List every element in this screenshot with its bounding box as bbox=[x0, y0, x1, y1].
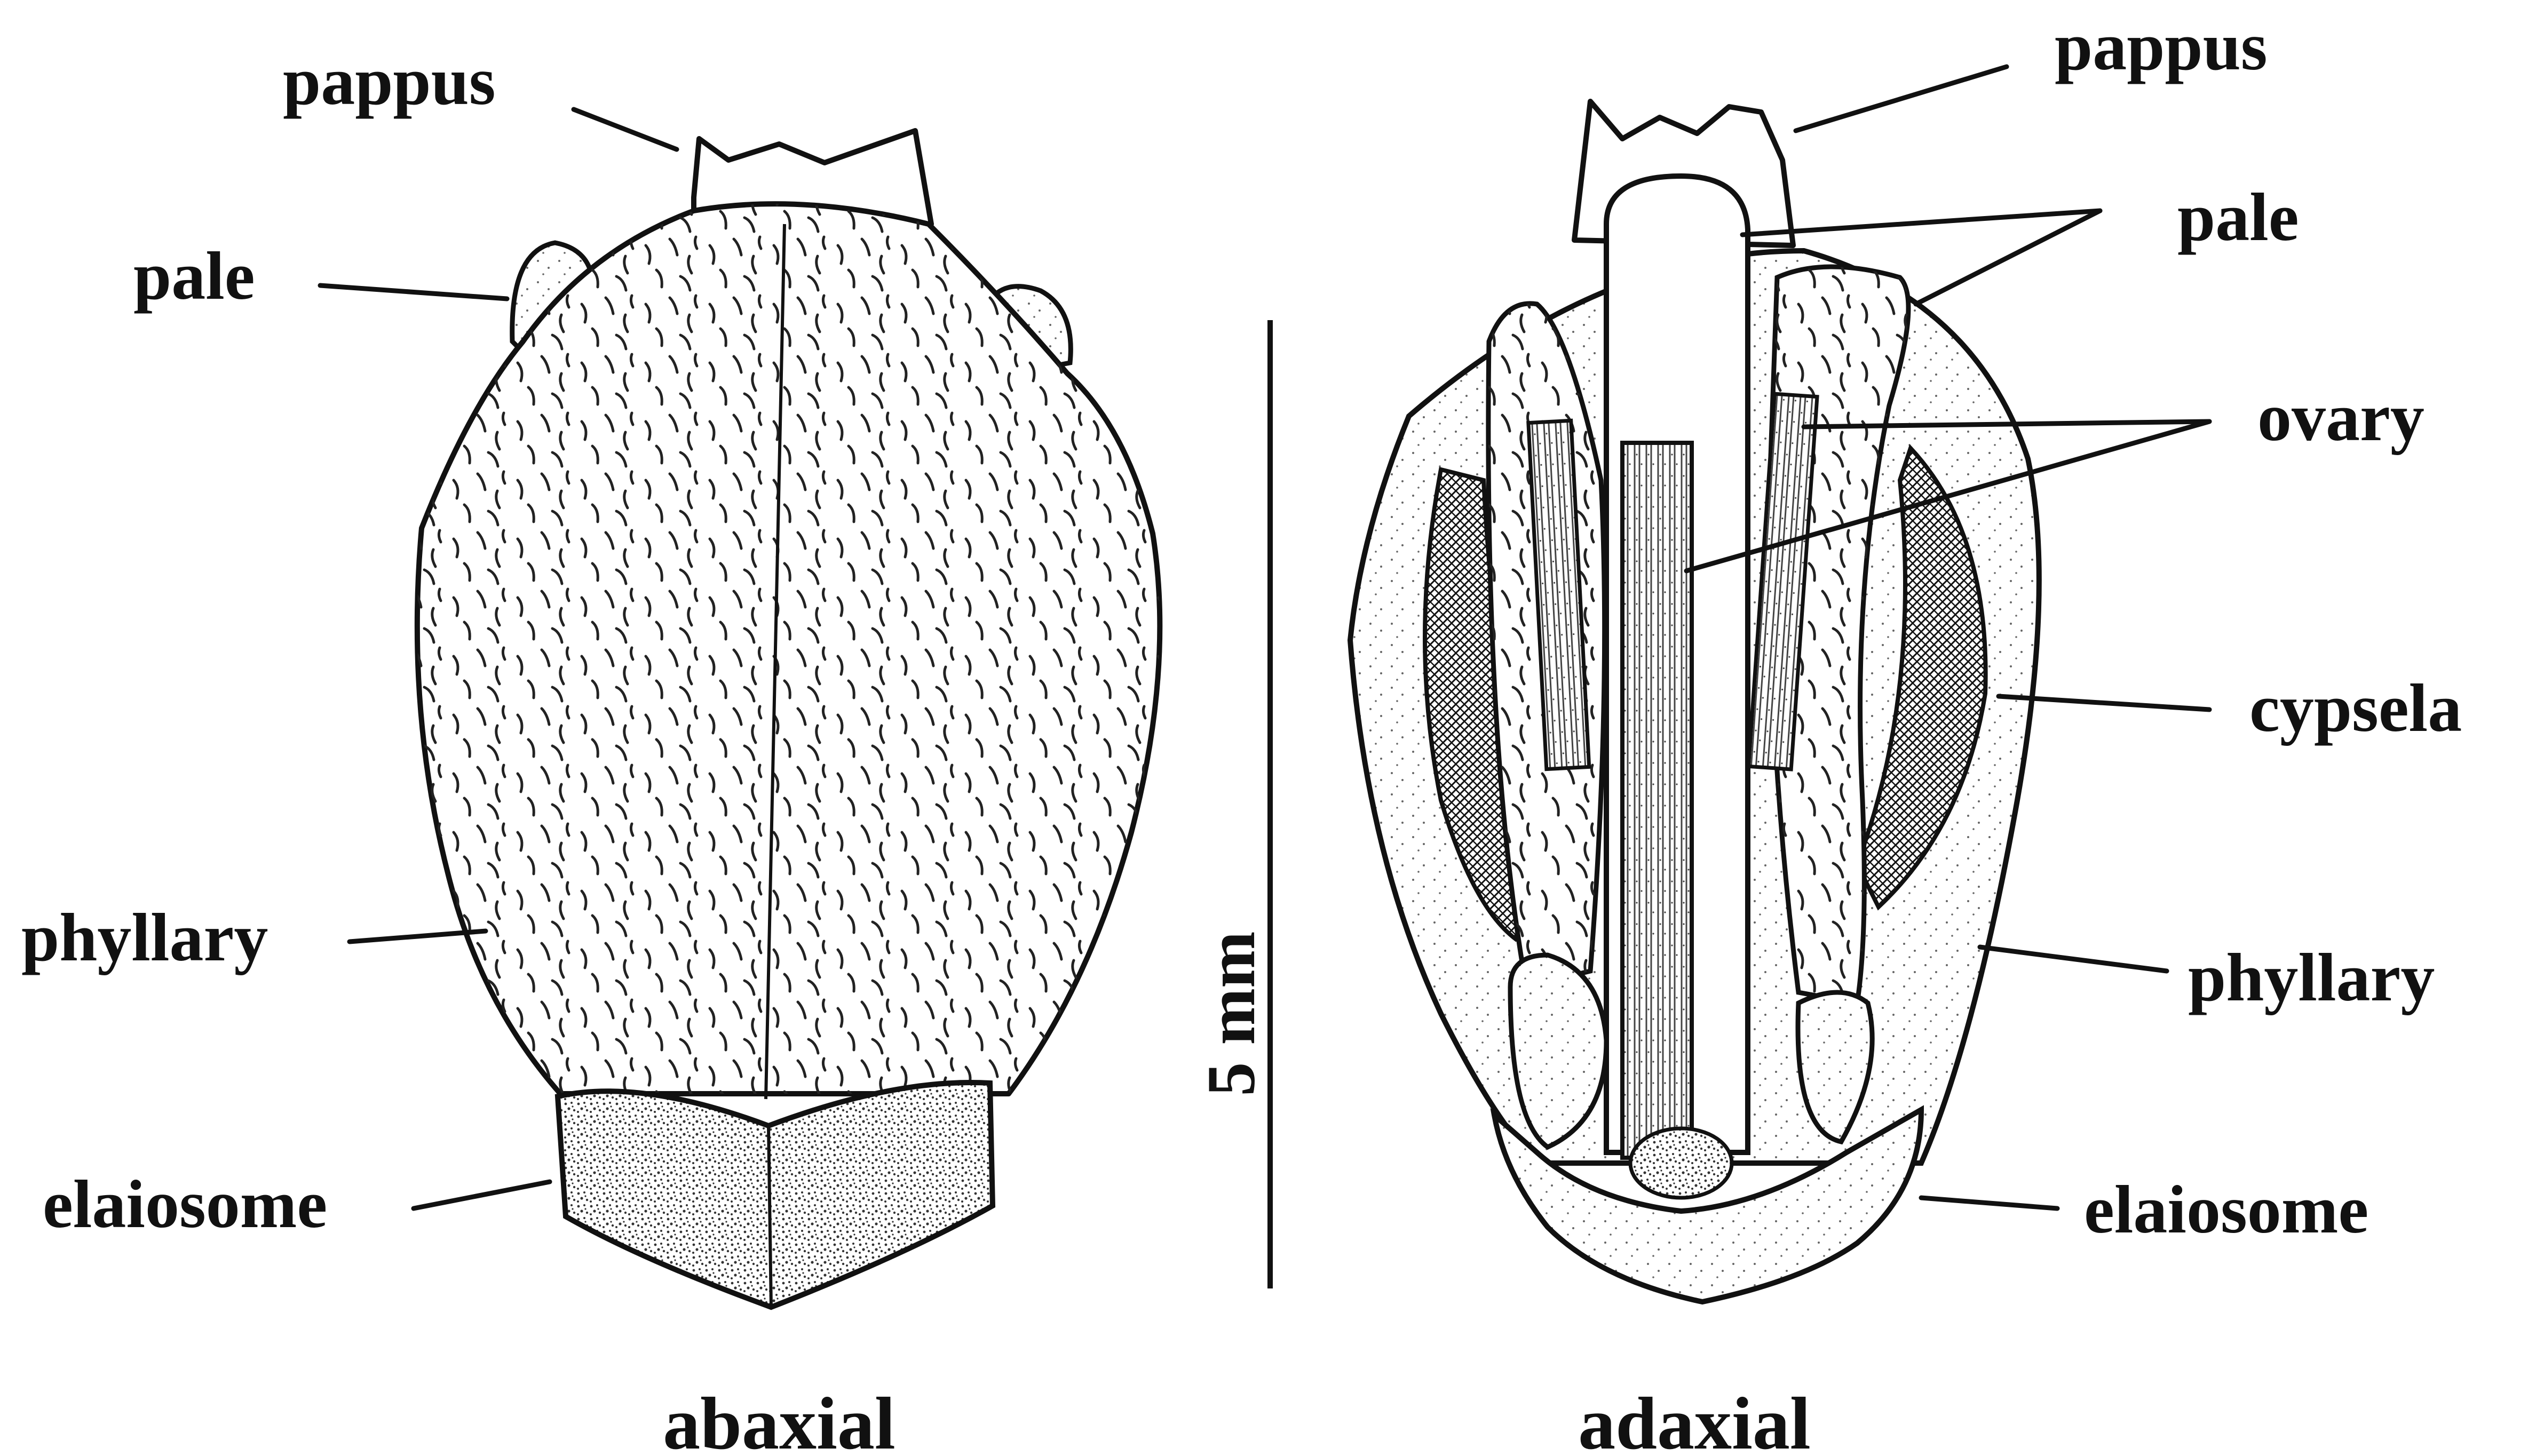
leader-adaxial-phyllary bbox=[1980, 947, 2167, 971]
scale-bar: 5 mm bbox=[1193, 320, 1270, 1288]
abaxial-elaiosome-label: elaiosome bbox=[43, 1166, 327, 1242]
leader-adaxial-elaiosome bbox=[1921, 1198, 2057, 1208]
abaxial-specimen bbox=[417, 131, 1160, 1307]
adaxial-ovary-label: ovary bbox=[2257, 379, 2424, 455]
abaxial-phyllary-label: phyllary bbox=[21, 900, 268, 975]
adaxial-cypsela-label: cypsela bbox=[2249, 670, 2462, 746]
leader-adaxial-pale-1 bbox=[1742, 211, 2100, 235]
adaxial-basal-seed bbox=[1630, 1128, 1732, 1198]
labels: pappus pale phyllary elaiosome abaxial p… bbox=[21, 9, 2462, 1456]
abaxial-elaiosome-drawing bbox=[558, 1083, 993, 1307]
scale-bar-label: 5 mm bbox=[1193, 931, 1269, 1096]
leader-adaxial-pappus bbox=[1796, 67, 2007, 131]
leader-abaxial-elaiosome bbox=[414, 1182, 550, 1208]
adaxial-view-label: adaxial bbox=[1578, 1382, 1811, 1456]
adaxial-pale-label: pale bbox=[2177, 179, 2299, 255]
adaxial-phyllary-label: phyllary bbox=[2188, 940, 2435, 1015]
abaxial-view-label: abaxial bbox=[663, 1382, 895, 1456]
leader-abaxial-pappus bbox=[574, 109, 677, 149]
abaxial-pale-label: pale bbox=[133, 238, 255, 314]
leader-abaxial-pale bbox=[320, 285, 507, 299]
adaxial-pappus-label: pappus bbox=[2055, 9, 2268, 84]
abaxial-pappus-label: pappus bbox=[283, 43, 496, 119]
adaxial-specimen bbox=[1350, 101, 2039, 1302]
adaxial-ovary-drawing bbox=[1622, 443, 1692, 1158]
leader-adaxial-pale-2 bbox=[1916, 211, 2100, 304]
adaxial-elaiosome-label: elaiosome bbox=[2084, 1172, 2368, 1247]
